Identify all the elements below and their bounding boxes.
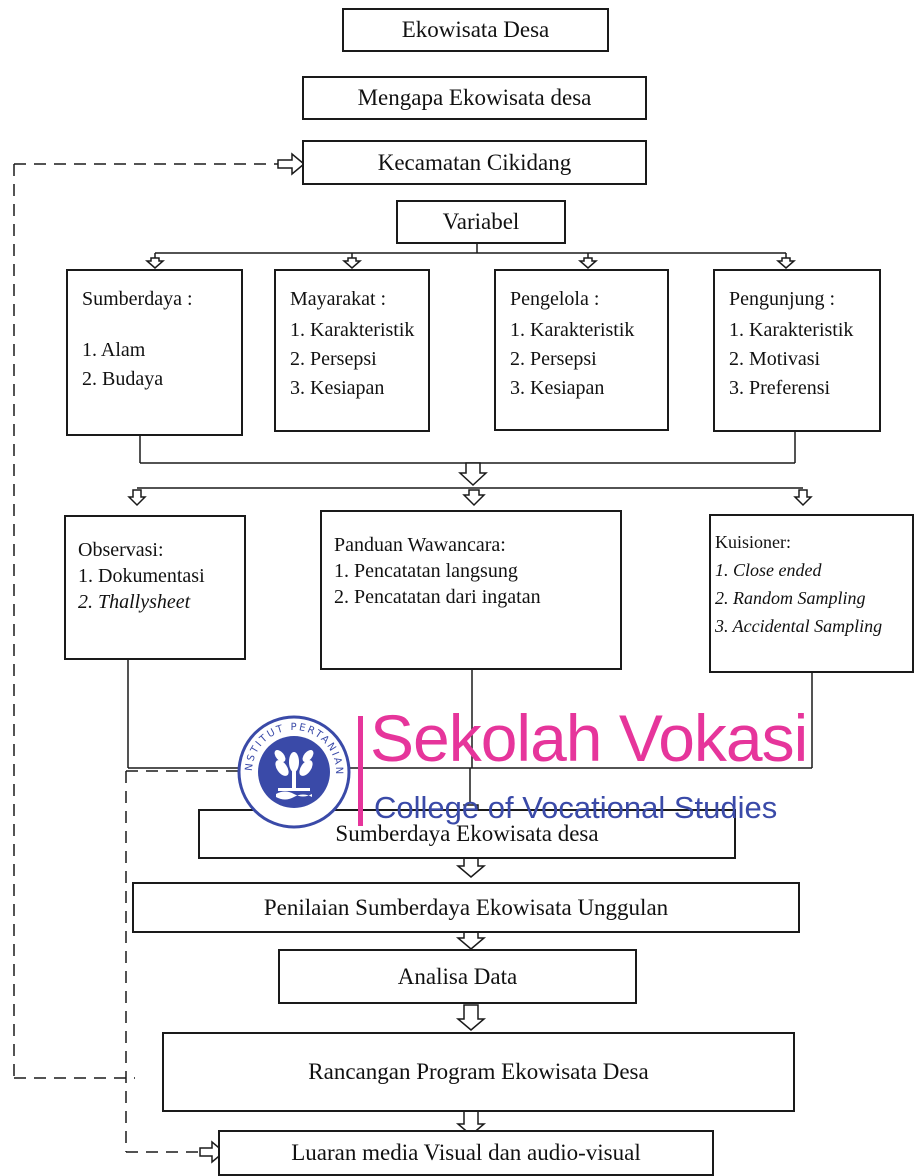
watermark: INSTITUT PERTANIAN BOGOR Sekolah Vokasi … — [234, 701, 884, 838]
program-text: Rancangan Program Ekowisata Desa — [308, 1059, 649, 1084]
why-text: Mengapa Ekowisata desa — [357, 85, 592, 110]
method-box-wawancara: Panduan Wawancara: 1. Pencatatan langsun… — [320, 510, 622, 670]
method-item: 2. Random Sampling — [715, 588, 866, 608]
variables-label-box: Variabel — [396, 200, 566, 244]
variable-box-sumberdaya: Sumberdaya : 1. Alam 2. Budaya — [66, 269, 243, 436]
watermark-divider — [358, 716, 363, 826]
seal-icon: INSTITUT PERTANIAN BOGOR — [234, 712, 351, 829]
analysis-text: Analisa Data — [397, 963, 518, 989]
variable-item: 3. Preferensi — [729, 377, 831, 399]
variable-title: Mayarakat : — [290, 288, 387, 310]
title-box: Ekowisata Desa — [342, 8, 609, 52]
variable-item: 2. Budaya — [82, 368, 164, 390]
variable-item: 3. Kesiapan — [290, 377, 385, 399]
watermark-subtitle: College of Vocational Studies — [374, 790, 778, 825]
method-title: Observasi: — [78, 539, 164, 561]
assessment-box: Penilaian Sumberdaya Ekowisata Unggulan — [132, 882, 800, 933]
variable-title: Sumberdaya : — [82, 288, 193, 310]
title-text: Ekowisata Desa — [401, 17, 550, 42]
method-item: 1. Dokumentasi — [78, 565, 205, 587]
variable-box-pengelola: Pengelola : 1. Karakteristik 2. Persepsi… — [494, 269, 669, 431]
variable-title: Pengunjung : — [729, 288, 836, 310]
variable-item: 2. Persepsi — [510, 348, 597, 370]
variable-item: 2. Motivasi — [729, 348, 821, 370]
method-item: 2. Pencatatan dari ingatan — [334, 586, 541, 608]
method-item: 3. Accidental Sampling — [715, 616, 883, 636]
location-text: Kecamatan Cikidang — [377, 149, 572, 175]
variable-item: 1. Karakteristik — [729, 319, 854, 341]
method-item: 2. Thallysheet — [78, 591, 191, 613]
variable-box-pengunjung: Pengunjung : 1. Karakteristik 2. Motivas… — [713, 269, 881, 432]
assessment-text: Penilaian Sumberdaya Ekowisata Unggulan — [263, 894, 669, 920]
analysis-box: Analisa Data — [278, 949, 637, 1004]
output-box: Luaran media Visual dan audio-visual — [218, 1130, 714, 1176]
location-box: Kecamatan Cikidang — [302, 140, 647, 185]
method-item: 1. Close ended — [715, 560, 822, 580]
variable-item: 2. Persepsi — [290, 348, 377, 370]
seal-bottom-text: BOGOR — [277, 797, 312, 810]
resources-text: Sumberdaya Ekowisata desa — [335, 821, 599, 846]
method-title: Kuisioner: — [715, 532, 791, 552]
method-title: Panduan Wawancara: — [334, 534, 506, 556]
variables-label-text: Variabel — [442, 209, 520, 234]
variable-title: Pengelola : — [510, 288, 600, 310]
watermark-title: Sekolah Vokasi — [370, 701, 808, 775]
variable-item: 1. Alam — [82, 339, 146, 361]
variable-item: 3. Kesiapan — [510, 377, 605, 399]
svg-text:BOGOR: BOGOR — [277, 797, 312, 810]
program-box: Rancangan Program Ekowisata Desa — [162, 1032, 795, 1112]
output-text: Luaran media Visual dan audio-visual — [291, 1140, 641, 1165]
method-item: 1. Pencatatan langsung — [334, 560, 518, 582]
variable-box-masyarakat: Mayarakat : 1. Karakteristik 2. Persepsi… — [274, 269, 430, 432]
variable-item: 1. Karakteristik — [510, 319, 635, 341]
variable-item: 1. Karakteristik — [290, 319, 415, 341]
why-box: Mengapa Ekowisata desa — [302, 76, 647, 120]
method-box-observasi: Observasi: 1. Dokumentasi 2. Thallysheet — [64, 515, 246, 660]
method-box-kuisioner: Kuisioner: 1. Close ended 2. Random Samp… — [709, 514, 914, 673]
